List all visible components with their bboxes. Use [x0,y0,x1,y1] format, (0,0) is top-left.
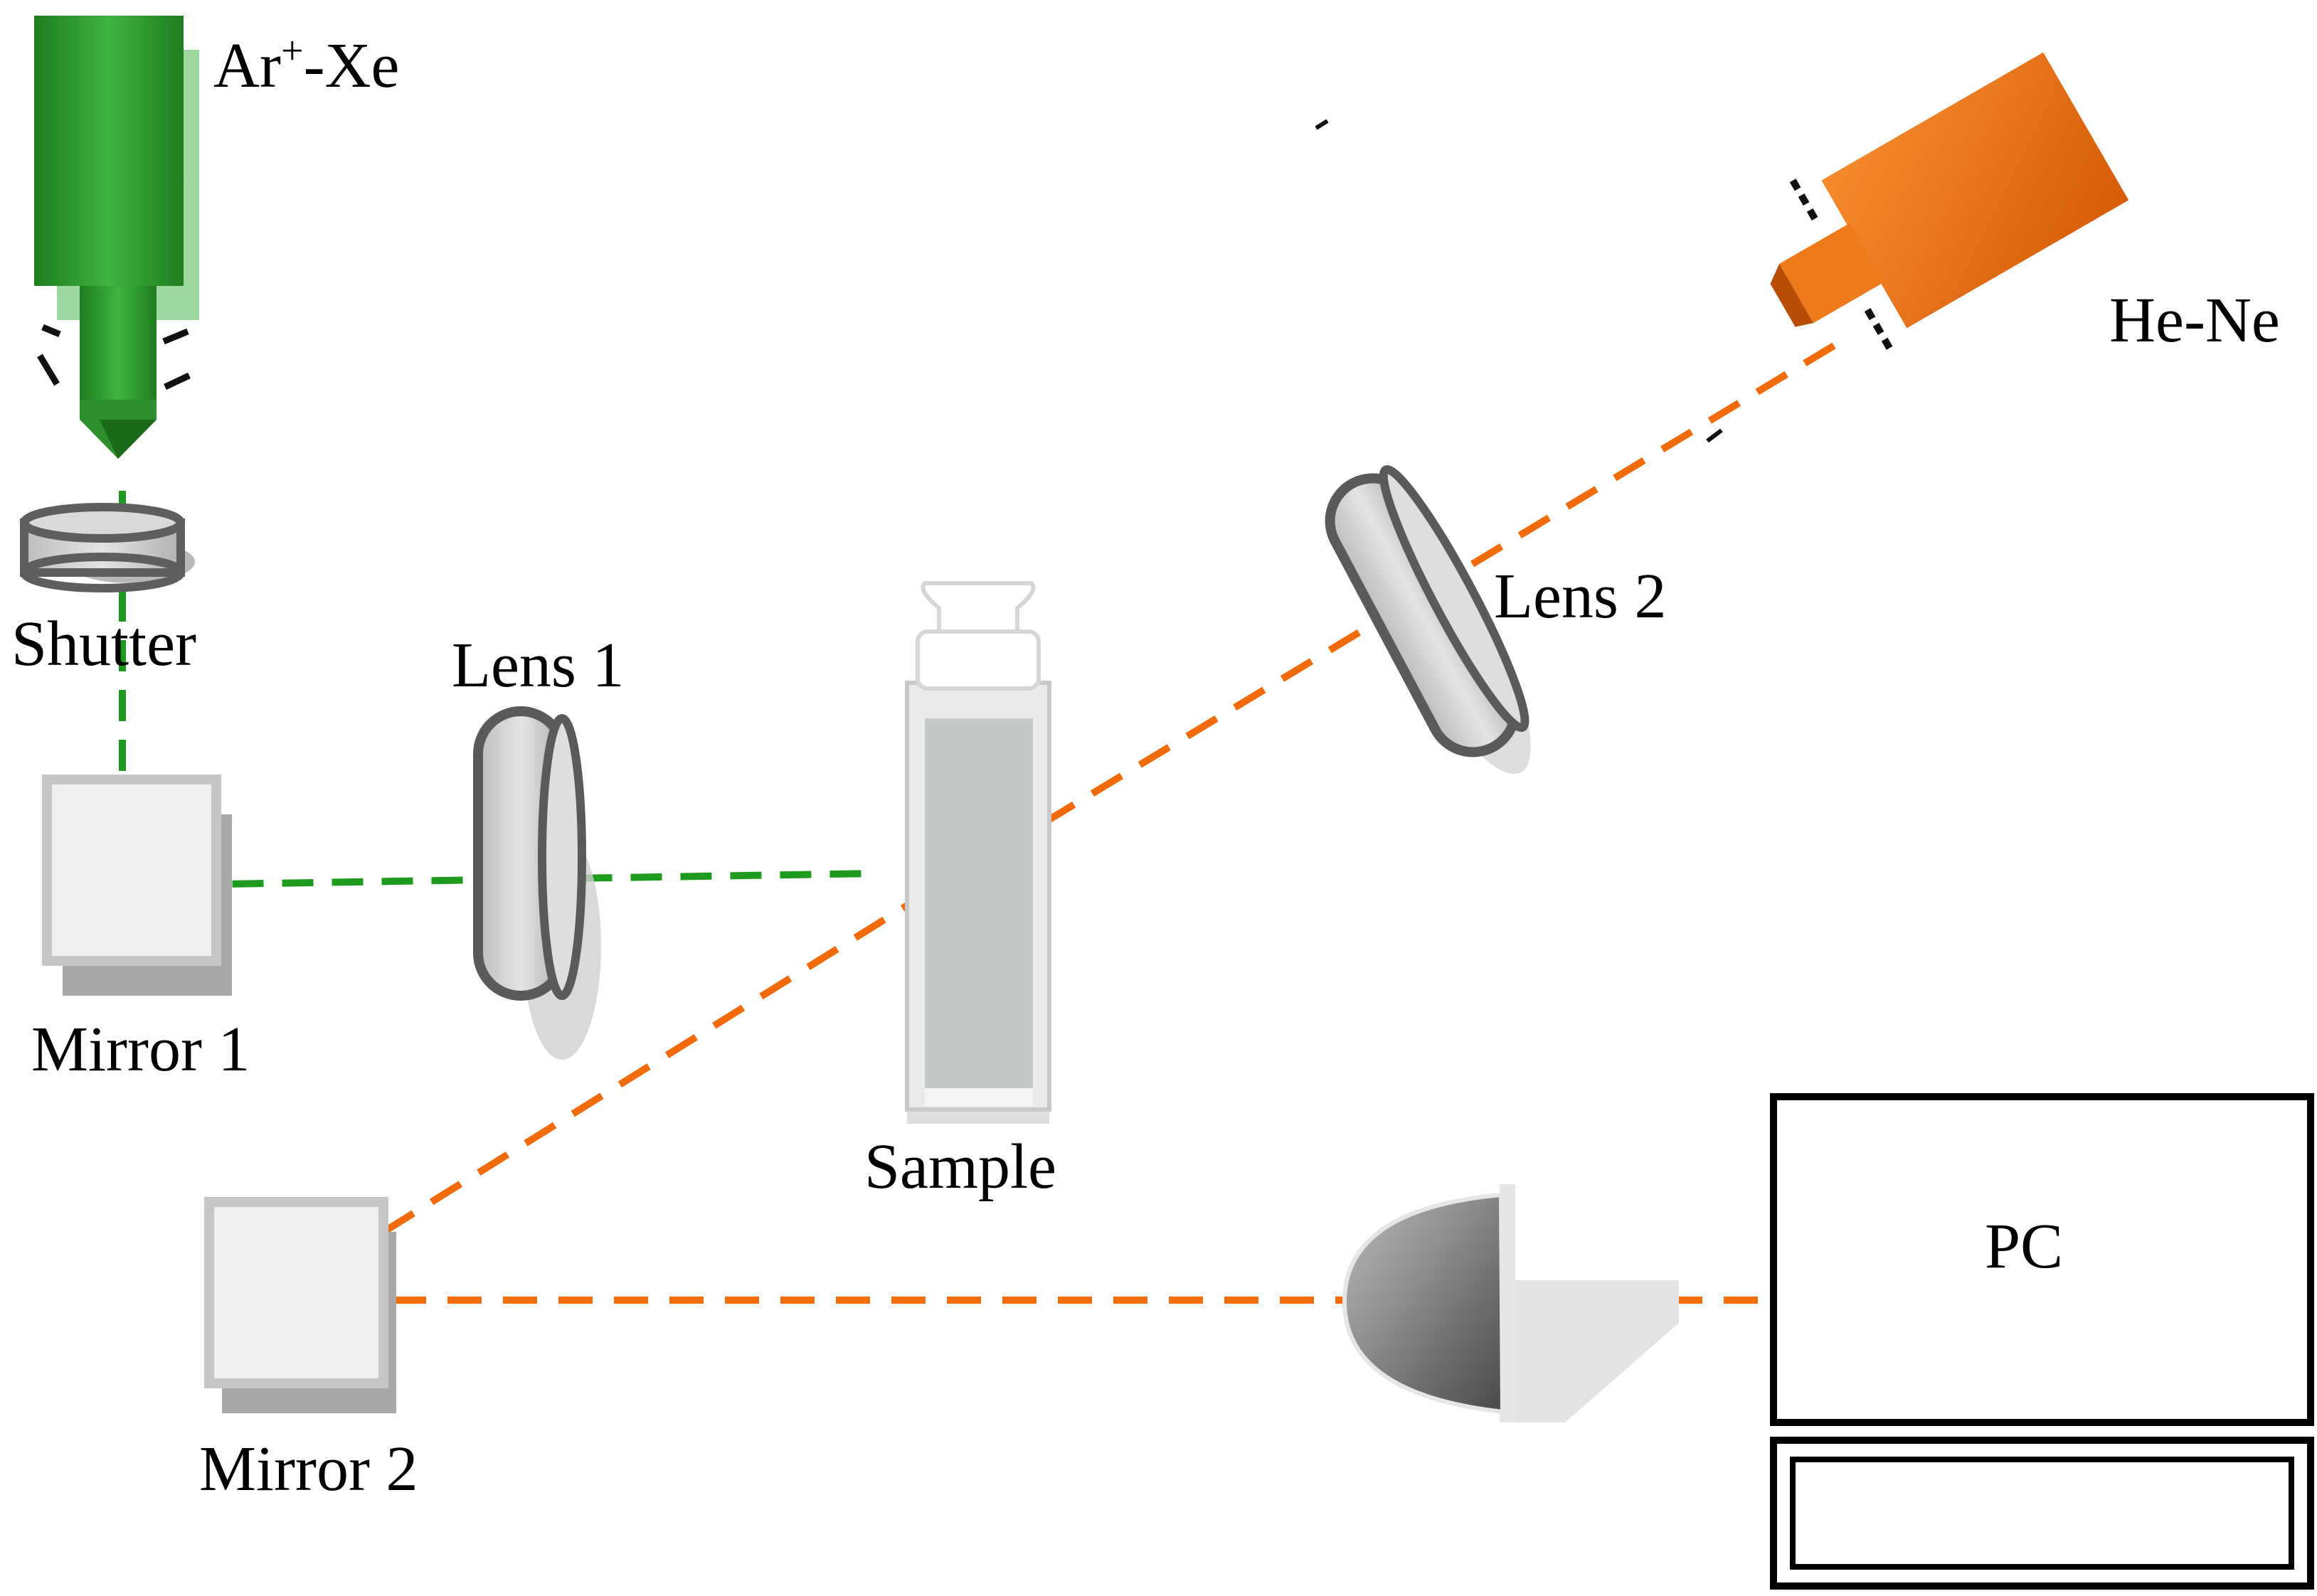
shutter [20,503,195,592]
label-lens-2: Lens 2 [1494,561,1666,632]
label-ar-xe: Ar+-Xe [213,29,399,101]
label-mirror-2: Mirror 2 [199,1434,418,1504]
detector [1342,1184,1679,1422]
mirror-2 [204,1197,396,1413]
sample-cuvette [905,581,1051,1124]
ar-xe-laser [34,16,199,459]
label-he-ne: He-Ne [2109,285,2280,356]
mirror-1 [42,775,232,996]
pc [1770,1093,2314,1590]
label-sample: Sample [864,1132,1056,1202]
label-mirror-1: Mirror 1 [31,1014,250,1085]
lens-1 [473,706,601,1060]
stray-mark [1315,119,1329,130]
lens-2 [1325,465,1531,775]
he-ne-laser [1770,52,2129,355]
label-lens-1: Lens 1 [452,630,624,701]
label-shutter: Shutter [11,609,196,679]
stray-mark [1706,428,1723,443]
label-pc: PC [1985,1211,2063,1282]
